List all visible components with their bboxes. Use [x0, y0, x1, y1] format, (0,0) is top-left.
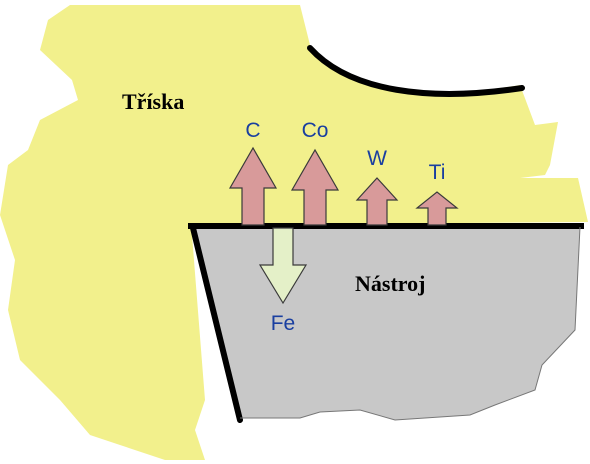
up-arrow-w: [355, 177, 399, 226]
chip-label: Tříska: [122, 89, 184, 114]
tool-flank-face: [190, 225, 243, 423]
element-label-c: C: [245, 119, 260, 142]
tool-region: [193, 227, 580, 420]
chip-top-edge: [307, 45, 525, 97]
up-arrow-ti: [415, 191, 459, 226]
element-label-ti: Ti: [429, 161, 446, 184]
chip-region: [0, 5, 588, 460]
down-arrow-fe: [258, 227, 308, 305]
element-label-w: W: [367, 147, 387, 170]
tool-label: Nástroj: [355, 271, 425, 296]
element-label-co: Co: [302, 119, 329, 142]
tool-outline: [240, 226, 581, 421]
up-arrow-c: [228, 146, 278, 226]
up-arrow-co: [290, 148, 340, 226]
element-label-fe: Fe: [271, 312, 296, 335]
